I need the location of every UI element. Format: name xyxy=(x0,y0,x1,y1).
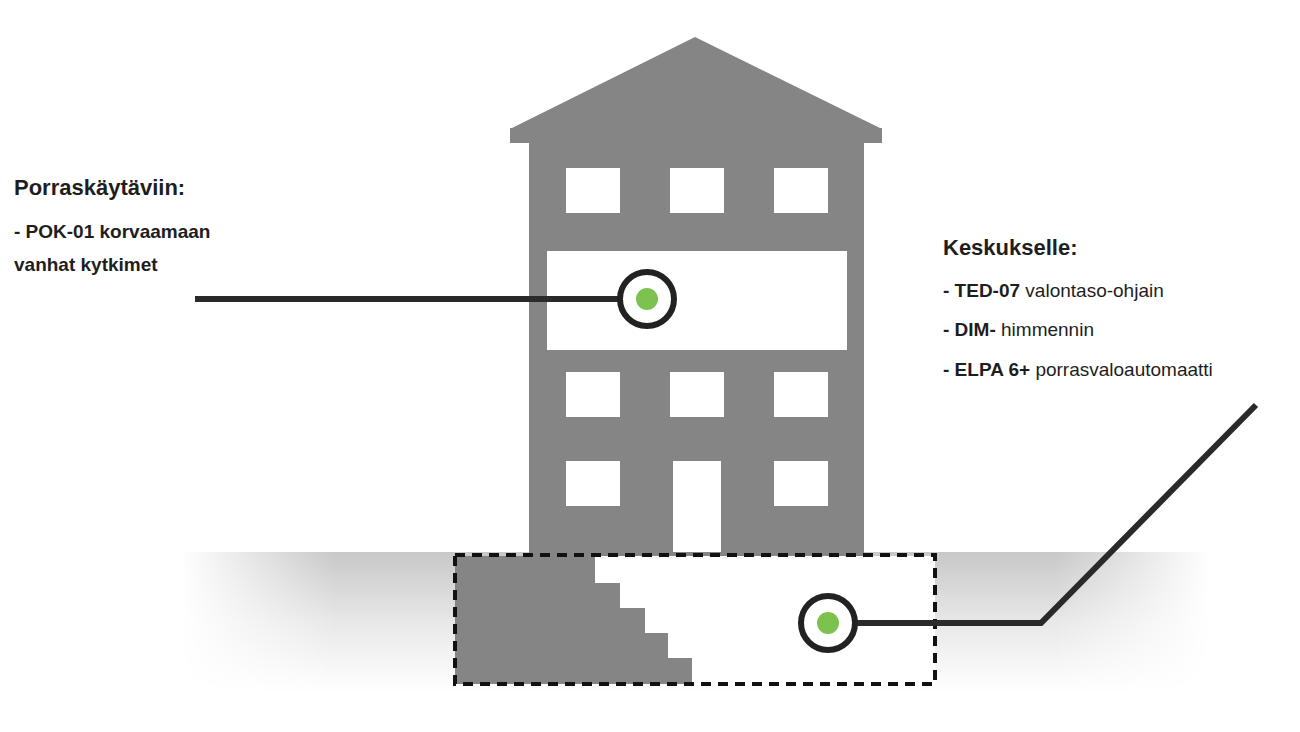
product-code: - TED-07 xyxy=(943,280,1020,301)
roof xyxy=(510,37,882,143)
leader-line xyxy=(195,296,622,302)
building-body xyxy=(529,140,864,560)
callout-heading: Porraskäytäviin: xyxy=(14,174,185,202)
basement-outline xyxy=(455,555,935,684)
ground-shadow xyxy=(180,552,1210,692)
product-description: himmennin xyxy=(1001,319,1094,340)
marker-dot xyxy=(817,612,839,634)
callout-item: - ELPA 6+ porrasvaloautomaatti xyxy=(943,358,1213,382)
product-code: - DIM- xyxy=(943,319,996,340)
windows xyxy=(547,168,847,552)
marker-ring xyxy=(620,272,674,326)
product-description: valontaso-ohjain xyxy=(1025,280,1163,301)
marker-ring xyxy=(801,596,855,650)
callout-item: - DIM- himmennin xyxy=(943,318,1094,342)
callout-text: - POK-01 korvaamaan vanhat kytkimet xyxy=(14,215,276,281)
leader-line xyxy=(853,405,1256,623)
callout-heading: Keskukselle: xyxy=(943,234,1078,262)
stairs xyxy=(455,556,692,684)
product-code: - ELPA 6+ xyxy=(943,359,1030,380)
callout-item: - TED-07 valontaso-ohjain xyxy=(943,279,1164,303)
marker-dot xyxy=(636,288,658,310)
product-description: porrasvaloautomaatti xyxy=(1035,359,1212,380)
